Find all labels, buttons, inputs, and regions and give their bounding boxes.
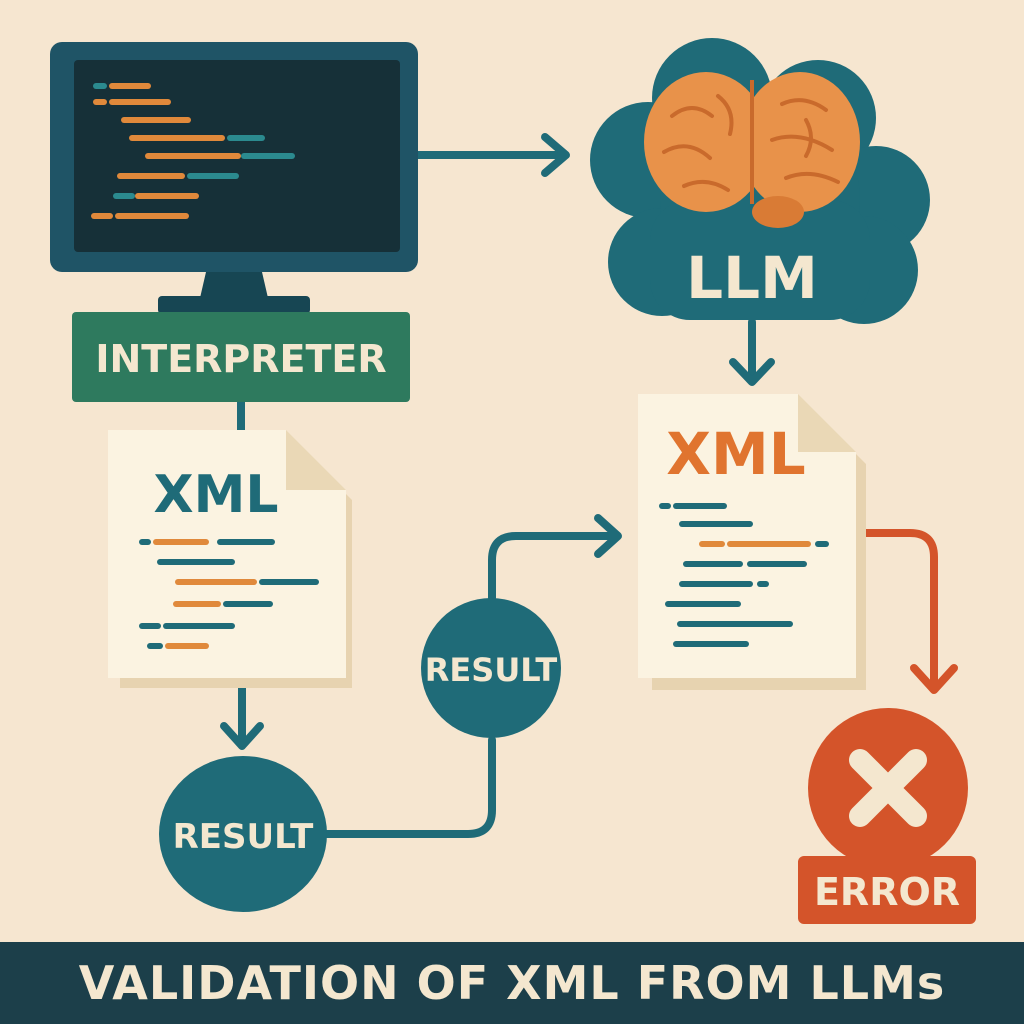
arrow-result-to-xml (488, 532, 616, 602)
interpreter-label: INTERPRETER (95, 337, 386, 381)
result-node-bottom: RESULT (159, 756, 327, 912)
llm-label: LLM (686, 244, 818, 312)
result-bottom-label: RESULT (173, 817, 315, 857)
arrow-xml-to-error (848, 529, 938, 686)
arrowhead-llm (541, 133, 570, 177)
arrowhead-xml-middle (594, 514, 622, 558)
monitor-base (158, 296, 310, 314)
line-result-to-result (316, 736, 496, 838)
arrowhead-result-bottom (220, 722, 264, 750)
monitor-icon (50, 42, 418, 314)
xml-document-right: XML (638, 394, 866, 690)
result-middle-label: RESULT (425, 651, 558, 689)
brain-icon (644, 72, 860, 228)
error-box (798, 856, 976, 924)
interpreter-box: INTERPRETER (72, 312, 410, 402)
xml-left-code (139, 539, 319, 649)
xml-right-label: XML (666, 420, 805, 488)
xml-left-label: XML (154, 465, 279, 525)
xml-right-code (659, 503, 829, 647)
error-node: ERROR (798, 708, 976, 924)
connectors (220, 133, 958, 838)
monitor-neck (200, 272, 268, 298)
xml-document-left: XML (108, 430, 352, 688)
x-icon (849, 749, 927, 827)
arrowhead-xml-right (729, 358, 775, 386)
error-label: ERROR (814, 870, 960, 914)
arrowhead-error (910, 664, 958, 694)
footer-banner: VALIDATION OF XML FROM LLMs (0, 942, 1024, 1024)
result-node-middle: RESULT (421, 598, 561, 738)
code-lines (91, 83, 295, 219)
footer-title: VALIDATION OF XML FROM LLMs (78, 956, 946, 1010)
